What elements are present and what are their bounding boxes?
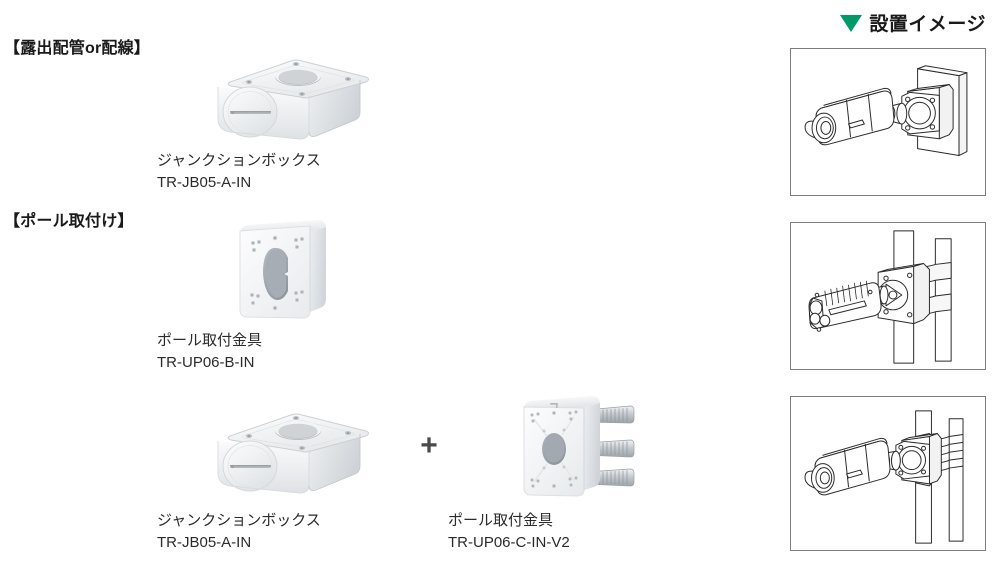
product-caption-junction-box-bottom: ジャンクションボックス TR-JB05-A-IN (157, 510, 321, 554)
product-image-junction-box-top (196, 44, 388, 148)
combination-plus-sign: + (420, 429, 438, 462)
product-image-junction-box-bottom (196, 398, 388, 502)
product-image-pole-bracket (218, 214, 344, 326)
illustration-panel-pole-clamp (790, 396, 986, 551)
product-model: TR-JB05-A-IN (157, 174, 252, 191)
product-image-pole-bracket-with-clamps (512, 386, 652, 502)
product-name-jp: ジャンクションボックス (157, 512, 321, 529)
product-name-jp: ポール取付金具 (448, 512, 554, 529)
product-caption-pole-bracket-with-clamps: ポール取付金具 TR-UP06-C-IN-V2 (448, 510, 570, 554)
product-caption-junction-box-top: ジャンクションボックス TR-JB05-A-IN (157, 150, 321, 194)
section-heading-pole-mount: 【ポール取付け】 (4, 213, 134, 230)
product-model: TR-UP06-B-IN (157, 354, 255, 371)
product-model: TR-JB05-A-IN (157, 534, 252, 551)
illustration-panel-wall-mount (790, 48, 986, 196)
product-name-jp: ポール取付金具 (157, 332, 263, 349)
product-name-jp: ジャンクションボックス (157, 152, 321, 169)
section-heading-exposed-conduit: 【露出配管or配線】 (4, 40, 151, 57)
illustration-panel-pole-bracket (790, 222, 986, 370)
installation-image-header: 設置イメージ (790, 6, 986, 38)
installation-image-title: 設置イメージ (869, 13, 986, 35)
triangle-down-icon (840, 14, 863, 32)
product-model: TR-UP06-C-IN-V2 (448, 534, 570, 551)
product-caption-pole-bracket: ポール取付金具 TR-UP06-B-IN (157, 330, 262, 374)
